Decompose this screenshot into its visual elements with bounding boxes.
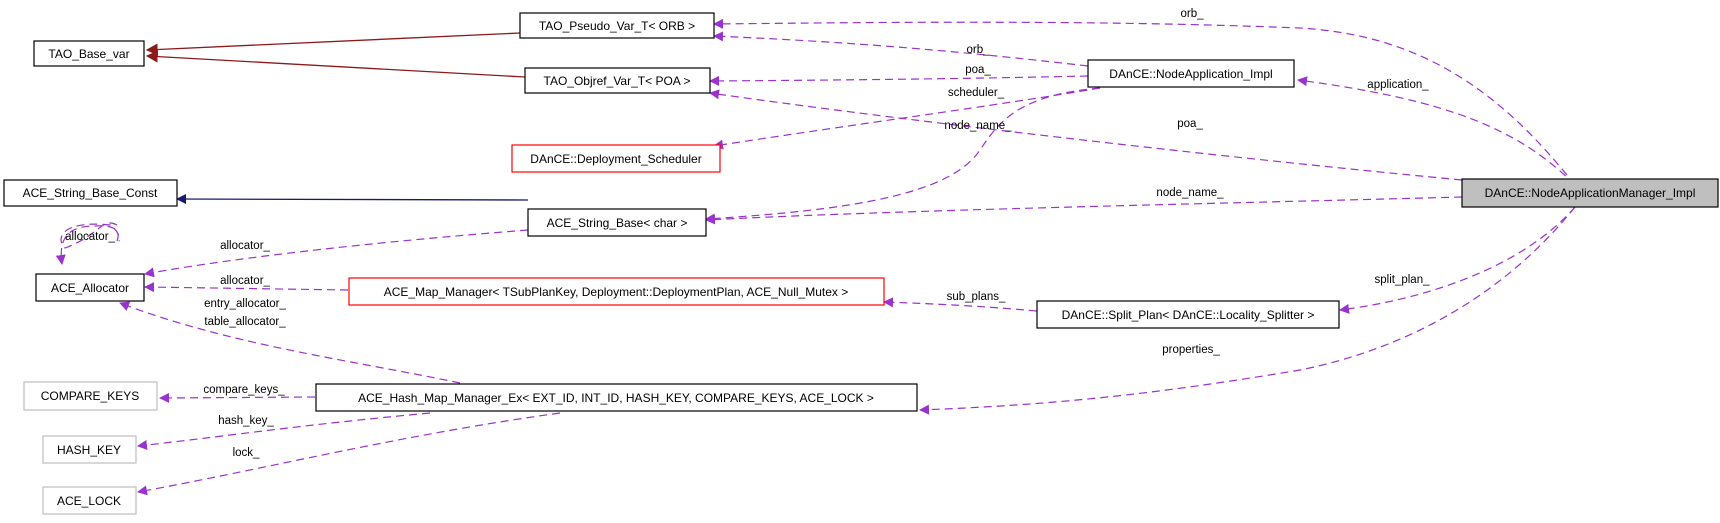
node-label: TAO_Base_var (48, 47, 129, 61)
edge-label-orb-top: orb_ (1180, 8, 1204, 20)
node-tao-base-var[interactable]: TAO_Base_var (33, 40, 145, 67)
node-label: COMPARE_KEYS (41, 389, 139, 403)
node-label: TAO_Pseudo_Var_T< ORB > (539, 19, 695, 33)
edge-application (1297, 76, 1576, 186)
node-deployment-scheduler[interactable]: DAnCE::Deployment_Scheduler (511, 144, 721, 173)
edge-label-allocator-string: allocator_ (220, 240, 270, 252)
edge-compare-keys (159, 392, 316, 403)
node-label: ACE_LOCK (57, 494, 121, 508)
edge-label-application: application_ (1367, 79, 1429, 91)
node-tao-pseudo-var[interactable]: TAO_Pseudo_Var_T< ORB > (519, 12, 715, 39)
edge-orb-top (713, 18, 1576, 186)
edge-allocator-self-loop (55, 225, 119, 265)
node-label: ACE_String_Base< char > (547, 216, 688, 230)
edge-orb-mid (713, 31, 1089, 67)
node-label: DAnCE::NodeApplication_Impl (1109, 67, 1272, 81)
node-label: DAnCE::NodeApplicationManager_Impl (1485, 186, 1696, 200)
edge-label-poa-mid: poa_ (965, 64, 991, 76)
edge-node-name-long (705, 196, 1463, 225)
edge-label-orb-mid: orb_ (966, 44, 990, 56)
node-label: ACE_Hash_Map_Manager_Ex< EXT_ID, INT_ID,… (358, 391, 874, 405)
edge-node-name-mid (705, 87, 1101, 224)
node-ace-allocator[interactable]: ACE_Allocator (35, 273, 145, 302)
edge-label-compare-keys: compare_keys_ (203, 384, 285, 396)
edge-label-entry-allocator: entry_allocator_ (204, 298, 286, 310)
edge-split-plan (1339, 206, 1576, 314)
node-ace-map-manager[interactable]: ACE_Map_Manager< TSubPlanKey, Deployment… (348, 277, 885, 306)
node-split-plan[interactable]: DAnCE::Split_Plan< DAnCE::Locality_Split… (1036, 300, 1340, 329)
edge-label-table-allocator: table_allocator_ (204, 316, 286, 328)
node-label: ACE_Allocator (51, 281, 129, 295)
edge-label-sub-plans: sub_plans_ (947, 291, 1006, 303)
node-node-application-manager-impl[interactable]: DAnCE::NodeApplicationManager_Impl (1461, 178, 1719, 208)
edge-label-lock: lock_ (233, 447, 260, 459)
node-label: HASH_KEY (57, 443, 121, 457)
edge-label-properties: properties_ (1162, 344, 1220, 356)
edge-poa-mid (709, 75, 1089, 86)
edge-inherit-objref-to-base (145, 50, 526, 78)
edge-label-poa-long: poa_ (1177, 118, 1203, 130)
edge-label-node-name-mid: node_name_ (944, 120, 1012, 132)
edge-inherit-string-to-const (176, 194, 529, 205)
edge-sub-plans (883, 297, 1038, 312)
edge-label-allocator-map: allocator_ (220, 275, 270, 287)
node-ace-string-base-const[interactable]: ACE_String_Base_Const (3, 179, 178, 207)
edge-label-scheduler: scheduler_ (948, 87, 1005, 99)
edge-scheduler (713, 87, 1101, 150)
node-ace-string-base[interactable]: ACE_String_Base< char > (527, 208, 707, 237)
node-label: DAnCE::Split_Plan< DAnCE::Locality_Split… (1062, 308, 1315, 322)
edge-poa-long (709, 89, 1463, 181)
edge-properties (919, 206, 1576, 415)
edge-label-node-name-long: node_name_ (1156, 187, 1224, 199)
node-hash-key[interactable]: HASH_KEY (42, 435, 137, 464)
edge-lock (137, 412, 561, 496)
edge-allocator-map (144, 282, 349, 293)
edge-inherit-pseudo-to-base (145, 32, 521, 56)
node-label: ACE_String_Base_Const (23, 186, 158, 200)
node-tao-objref-var[interactable]: TAO_Objref_Var_T< POA > (524, 67, 711, 94)
edge-entry-table-allocator (119, 301, 461, 384)
edge-label-allocator-self: allocator_ (65, 231, 115, 243)
node-label: ACE_Map_Manager< TSubPlanKey, Deployment… (384, 285, 848, 299)
node-label: TAO_Objref_Var_T< POA > (544, 74, 691, 88)
edge-allocator-string (144, 229, 529, 278)
edge-hash-key (137, 412, 431, 450)
edge-label-hash-key: hash_key_ (218, 415, 274, 427)
node-label: DAnCE::Deployment_Scheduler (530, 152, 701, 166)
node-ace-lock[interactable]: ACE_LOCK (42, 486, 137, 515)
edge-label-split-plan: split_plan_ (1375, 274, 1431, 286)
node-compare-keys[interactable]: COMPARE_KEYS (23, 381, 158, 411)
node-node-application-impl[interactable]: DAnCE::NodeApplication_Impl (1087, 59, 1295, 88)
node-ace-hash-map-manager[interactable]: ACE_Hash_Map_Manager_Ex< EXT_ID, INT_ID,… (315, 383, 918, 412)
